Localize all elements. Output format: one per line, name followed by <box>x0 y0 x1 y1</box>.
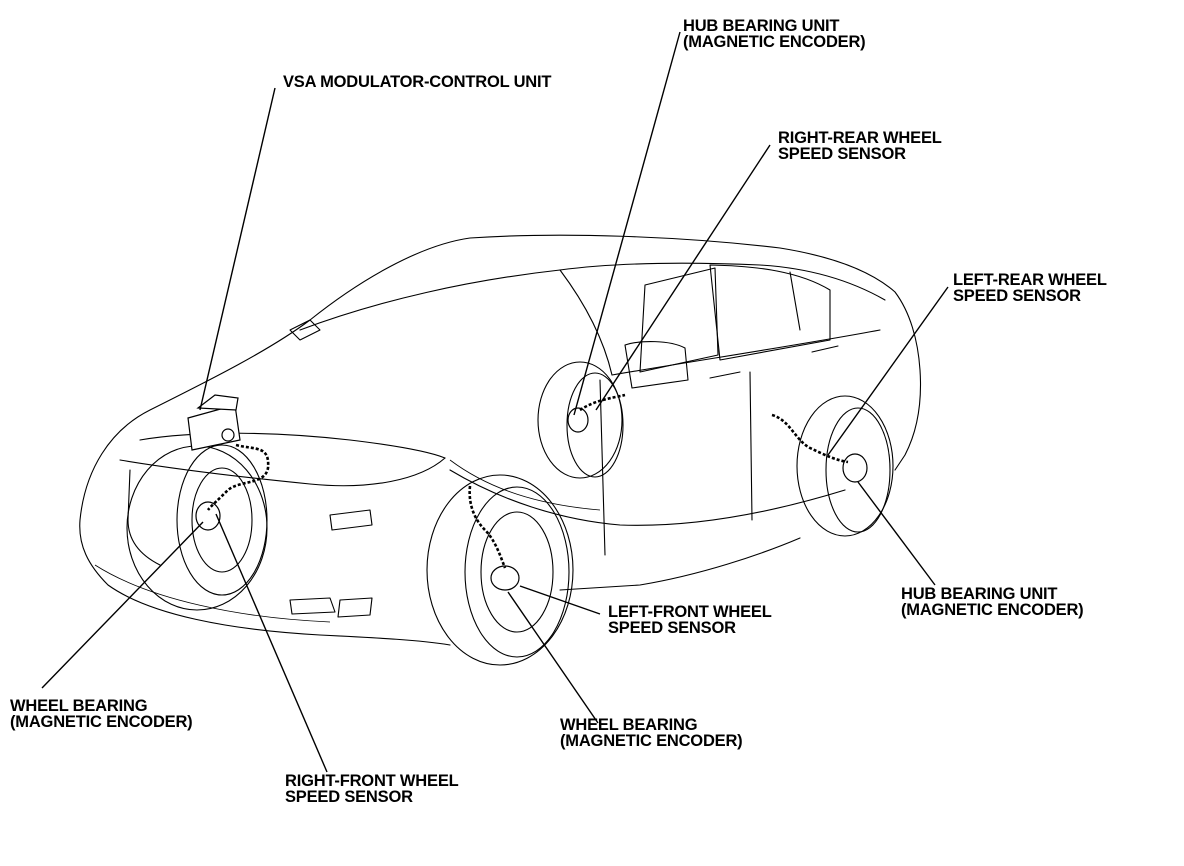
label-line: SPEED SENSOR <box>953 287 1081 305</box>
left-rear-harness <box>771 413 849 464</box>
label-line: SPEED SENSOR <box>778 145 906 163</box>
right-rear-harness <box>579 393 626 412</box>
label-line: WHEEL BEARING <box>10 697 148 715</box>
label-line: WHEEL BEARING <box>560 716 698 734</box>
label-line: (MAGNETIC ENCODER) <box>10 713 193 731</box>
label-line: SPEED SENSOR <box>285 788 413 806</box>
label-right-rear-sensor: RIGHT-REAR WHEEL SPEED SENSOR <box>778 129 942 163</box>
label-vsa-modulator: VSA MODULATOR-CONTROL UNIT <box>283 73 552 91</box>
label-line: VSA MODULATOR-CONTROL UNIT <box>283 73 552 91</box>
label-wheel-bearing-front-right: WHEEL BEARING (MAGNETIC ENCODER) <box>10 697 193 731</box>
front-left-wheel <box>426 474 574 666</box>
label-hub-bearing-rear: HUB BEARING UNIT (MAGNETIC ENCODER) <box>901 585 1084 619</box>
leader-lines <box>41 31 949 773</box>
vsa-modulator-unit <box>187 394 241 451</box>
right-front-harness <box>206 443 270 511</box>
label-line: HUB BEARING UNIT <box>683 17 840 35</box>
label-left-front-sensor: LEFT-FRONT WHEEL SPEED SENSOR <box>608 603 772 637</box>
label-line: HUB BEARING UNIT <box>901 585 1058 603</box>
label-line: RIGHT-REAR WHEEL <box>778 129 942 147</box>
left-rear-wheel <box>796 395 894 537</box>
label-hub-bearing-top: HUB BEARING UNIT (MAGNETIC ENCODER) <box>683 17 866 51</box>
label-line: LEFT-FRONT WHEEL <box>608 603 772 621</box>
label-line: (MAGNETIC ENCODER) <box>560 732 743 750</box>
right-rear-wheel <box>537 361 624 479</box>
label-left-rear-sensor: LEFT-REAR WHEEL SPEED SENSOR <box>953 271 1107 305</box>
left-front-harness <box>468 485 507 569</box>
label-line: (MAGNETIC ENCODER) <box>901 601 1084 619</box>
label-line: (MAGNETIC ENCODER) <box>683 33 866 51</box>
label-line: RIGHT-FRONT WHEEL <box>285 772 459 790</box>
label-line: SPEED SENSOR <box>608 619 736 637</box>
label-right-front-sensor: RIGHT-FRONT WHEEL SPEED SENSOR <box>285 772 459 806</box>
car-body <box>79 234 922 646</box>
label-line: LEFT-REAR WHEEL <box>953 271 1107 289</box>
label-wheel-bearing-front-left: WHEEL BEARING (MAGNETIC ENCODER) <box>560 716 743 750</box>
